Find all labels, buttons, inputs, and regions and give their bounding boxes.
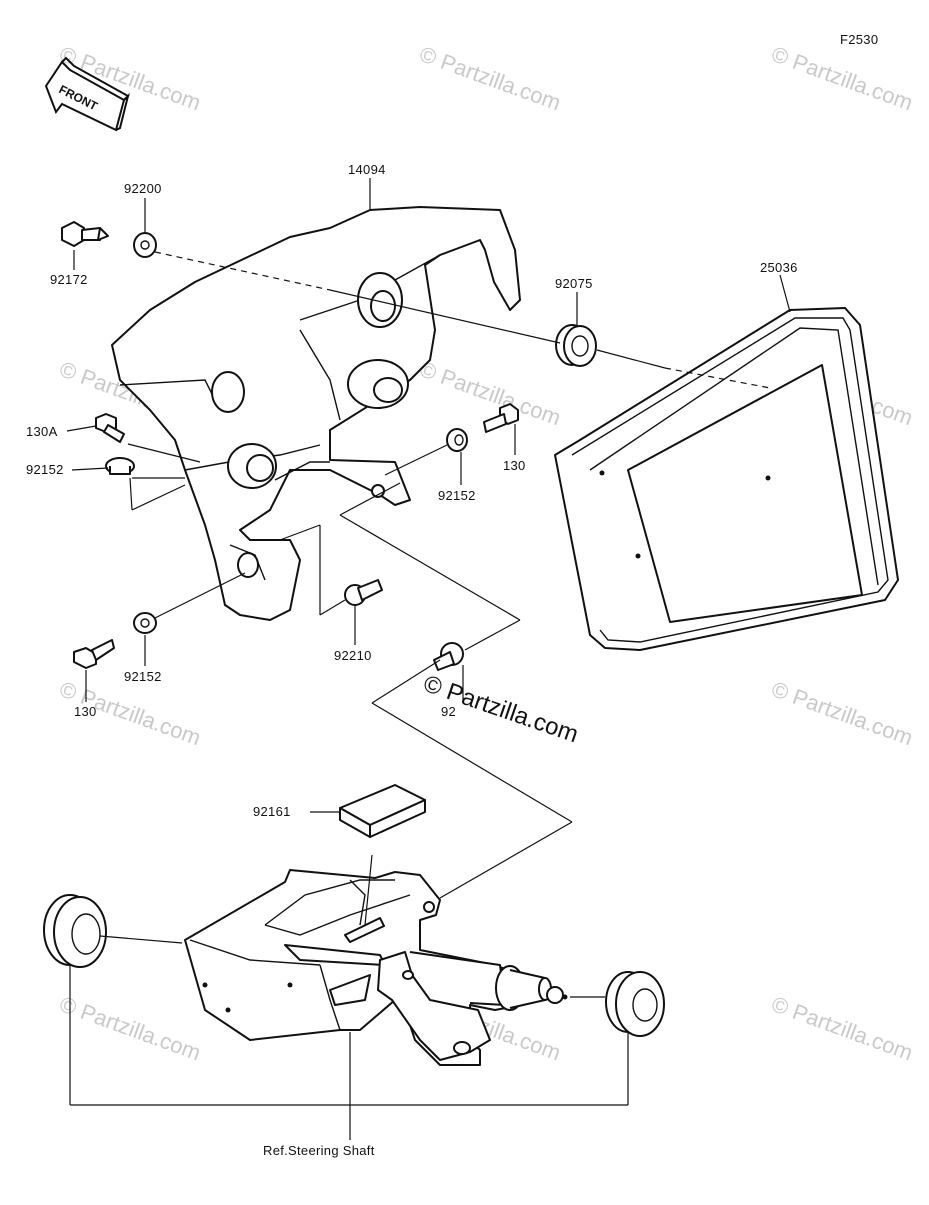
bolt-130-lower [73,639,115,669]
collar-92152-left [105,457,135,475]
bolt-130-right [483,403,519,433]
label-92152-left: 92152 [26,462,64,477]
label-92152-lower: 92152 [124,669,162,684]
watermark-8: © Partzilla.com [768,676,916,750]
label-ref-steering-shaft: Ref.Steering Shaft [263,1143,375,1158]
label-92-partial: 92 [441,704,456,719]
label-92152-right: 92152 [438,488,476,503]
bolt-92172 [61,221,109,247]
meter-cover-14094 [111,206,521,621]
steering-bracket [184,869,568,1066]
pad-92161 [339,784,426,838]
label-92210: 92210 [334,648,372,663]
watermark-2: © Partzilla.com [416,41,564,115]
label-92075: 92075 [555,276,593,291]
bearing-right [605,971,665,1037]
label-92172: 92172 [50,272,88,287]
bolt-130A [95,413,125,443]
part-labels: 14094 92200 92172 25036 92075 130A 92152… [26,162,798,1158]
label-92200: 92200 [124,181,162,196]
figure-code: F2530 [840,32,878,47]
watermark-9: © Partzilla.com [56,991,204,1065]
washer-92200 [133,232,157,258]
watermark-11: © Partzilla.com [768,991,916,1065]
meter-25036 [554,307,899,651]
grommet-92075 [555,324,597,367]
label-130A: 130A [26,424,58,439]
collar-92152-lower [133,612,157,634]
collar-92152-right [446,428,468,452]
leader-lines [66,178,791,1140]
label-14094: 14094 [348,162,386,177]
watermark-3: © Partzilla.com [768,41,916,115]
collar-92210 [344,579,383,606]
label-130-right: 130 [503,458,526,473]
label-130-lower: 130 [74,704,97,719]
collar-partial [433,642,464,671]
label-25036: 25036 [760,260,798,275]
label-92161: 92161 [253,804,291,819]
bearing-left [43,894,107,968]
